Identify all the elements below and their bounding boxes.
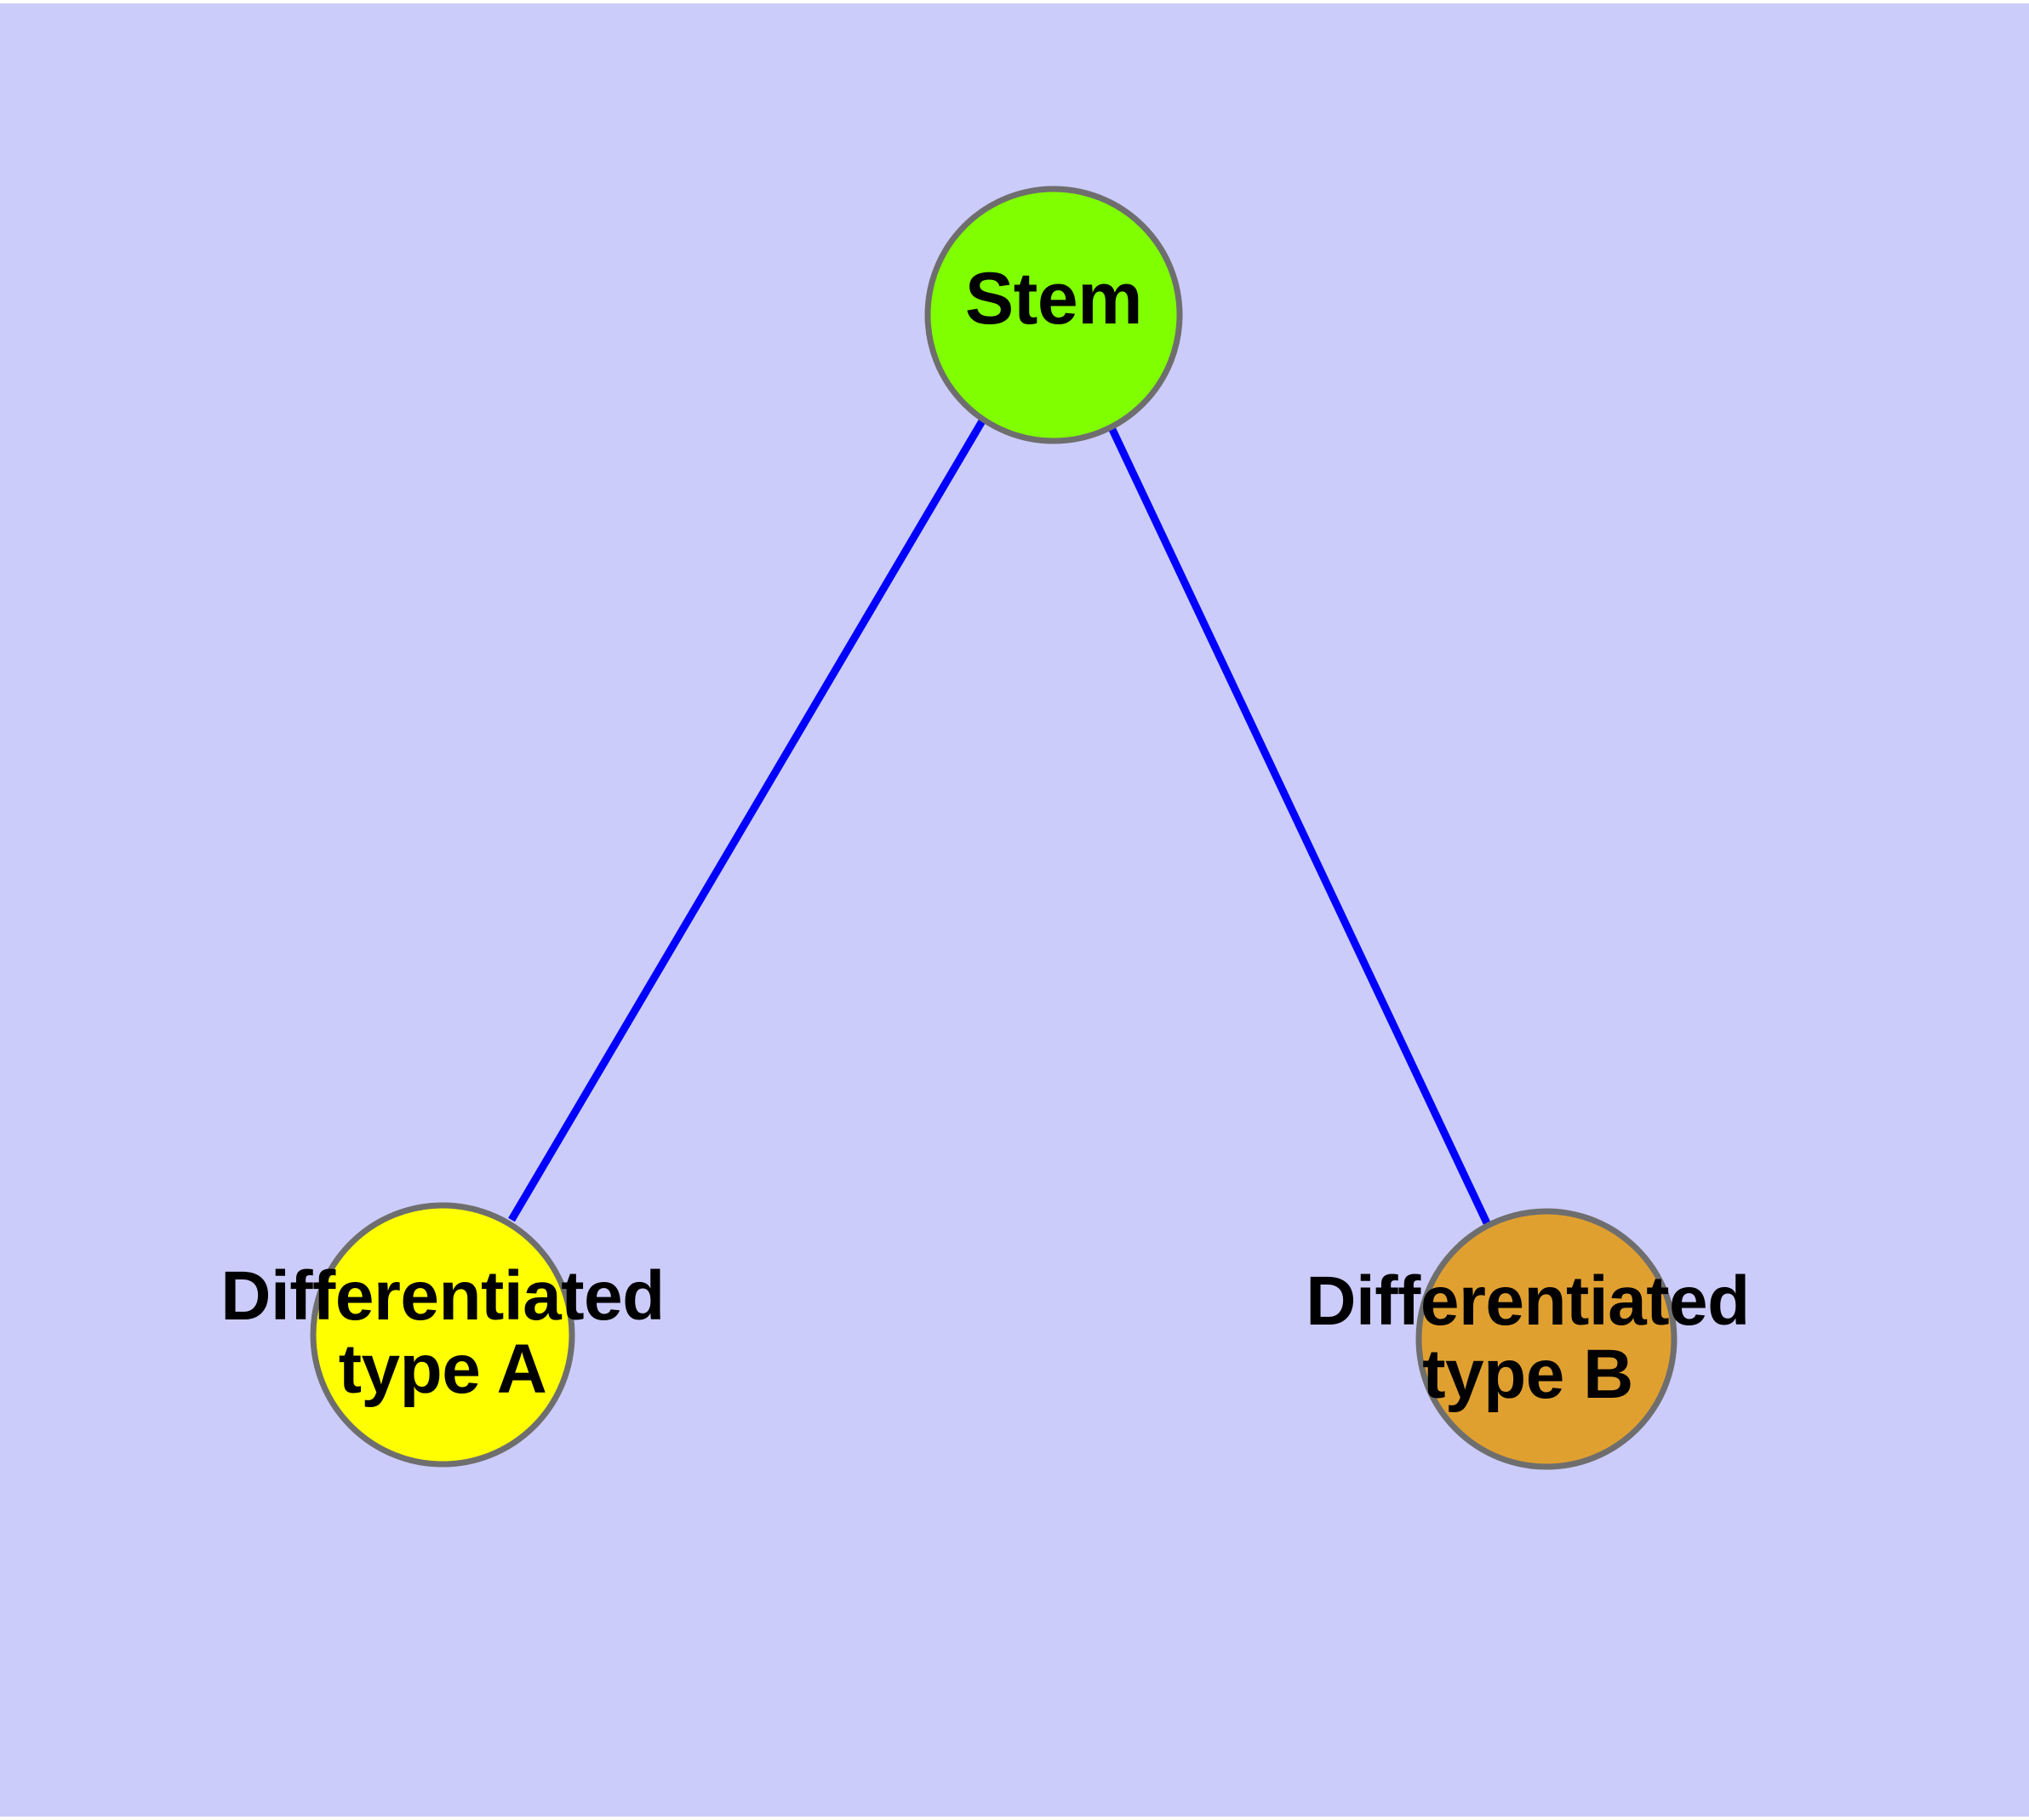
node-circle-stem[interactable] <box>924 186 1183 444</box>
node-circle-diff-a[interactable] <box>310 1202 575 1468</box>
edge-stem-to-diff-b <box>1105 421 1493 1228</box>
edge-layer <box>508 417 1493 1228</box>
node-layer <box>310 186 1677 1470</box>
node-circle-diff-b[interactable] <box>1415 1208 1677 1470</box>
edge-stem-to-diff-a <box>508 417 986 1222</box>
